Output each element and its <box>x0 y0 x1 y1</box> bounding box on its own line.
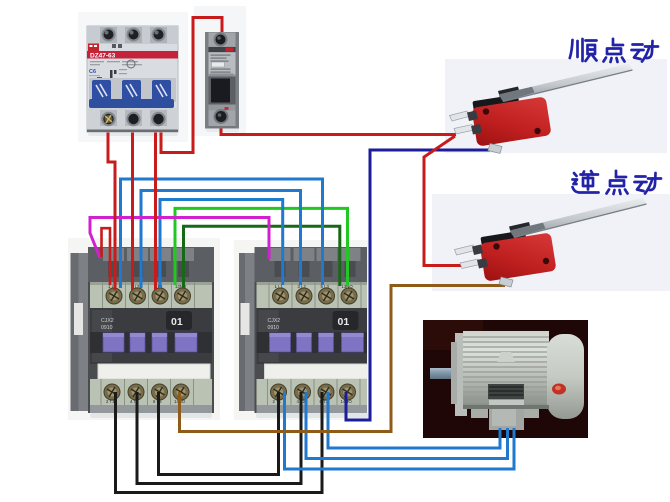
svg-text:DZ47-63: DZ47-63 <box>90 53 116 60</box>
svg-text:C6: C6 <box>89 69 96 75</box>
